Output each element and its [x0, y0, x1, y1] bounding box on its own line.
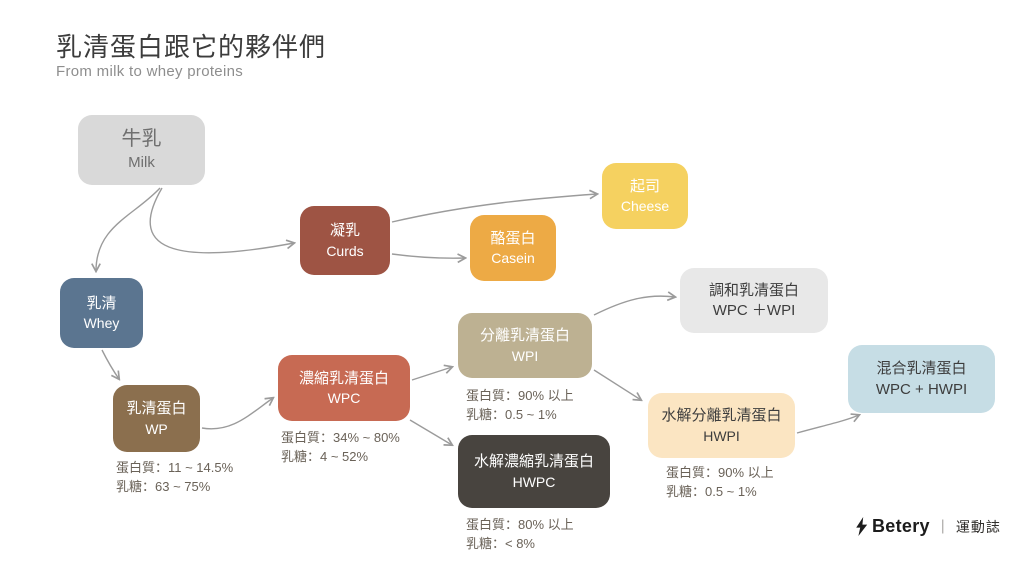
node-wpc-plus-wpi: 調和乳清蛋白 WPC ＋WPI [680, 268, 828, 333]
node-wpc-plus-hwpi-label-zh: 混合乳清蛋白 [876, 360, 967, 378]
node-whey-label-en: Whey [83, 315, 120, 332]
node-whey: 乳清 Whey [60, 278, 143, 348]
note-wpc: 蛋白質：34% ~ 80% 乳糖：4 ~ 52% [281, 428, 400, 466]
note-hwpc: 蛋白質：80% 以上 乳糖：< 8% [466, 515, 574, 553]
page-title: 乳清蛋白跟它的夥伴們 [56, 32, 327, 62]
note-wp-lactose: 乳糖：63 ~ 75% [116, 479, 211, 494]
arrow-wpi-hwpi [593, 369, 641, 400]
node-whey-label-zh: 乳清 [86, 294, 117, 312]
node-wpc-label-zh: 濃縮乳清蛋白 [298, 369, 389, 387]
note-hwpi: 蛋白質：90% 以上 乳糖：0.5 ~ 1% [666, 463, 774, 501]
node-hwpi-label-zh: 水解分離乳清蛋白 [661, 407, 782, 425]
node-wpc-label-en: WPC [327, 390, 361, 407]
node-wp-label-en: WP [145, 420, 168, 437]
node-casein-label-zh: 酪蛋白 [490, 229, 536, 247]
node-curds-label-zh: 凝乳 [329, 222, 360, 240]
node-wpi-label-zh: 分離乳清蛋白 [479, 327, 570, 345]
note-wpi: 蛋白質：90% 以上 乳糖：0.5 ~ 1% [466, 386, 574, 424]
page-subtitle: From milk to whey proteins [56, 63, 244, 80]
logo-separator: ｜ [935, 518, 950, 535]
arrow-milk-whey [96, 187, 161, 271]
node-wpc-plus-hwpi-label-en: WPC + HWPI [875, 380, 968, 398]
logo-brand-text: Betery [872, 516, 930, 536]
note-wpc-protein: 蛋白質：34% ~ 80% [281, 430, 400, 445]
note-hwpi-protein: 蛋白質：90% 以上 [666, 465, 774, 480]
note-wp-protein: 蛋白質：11 ~ 14.5% [116, 460, 234, 475]
note-wpi-protein: 蛋白質：90% 以上 [466, 388, 574, 403]
node-curds-label-en: Curds [326, 242, 364, 259]
node-cheese-label-en: Cheese [620, 198, 670, 215]
arrow-milk-curds [149, 187, 294, 254]
node-cheese: 起司 Cheese [602, 163, 688, 229]
betery-logo: Betery ｜ 運動誌 [855, 516, 1001, 537]
lightning-bolt-icon [855, 517, 868, 536]
node-casein: 酪蛋白 Casein [470, 215, 556, 281]
arrow-wpc-hwpc [409, 419, 452, 445]
note-hwpc-protein: 蛋白質：80% 以上 [466, 517, 574, 532]
node-hwpc-label-zh: 水解濃縮乳清蛋白 [473, 453, 594, 471]
note-wpi-lactose: 乳糖：0.5 ~ 1% [466, 407, 557, 422]
logo-suffix-text: 運動誌 [955, 518, 1001, 535]
node-hwpi-label-en: HWPI [703, 427, 740, 444]
node-cheese-label-zh: 起司 [629, 177, 660, 195]
note-wpc-lactose: 乳糖：4 ~ 52% [281, 449, 369, 464]
node-wpc-plus-hwpi: 混合乳清蛋白 WPC + HWPI [848, 345, 995, 413]
arrow-hwpi-wpchwpi [796, 415, 859, 434]
node-wpc-plus-wpi-label-en: WPC ＋WPI [712, 302, 796, 319]
node-curds: 凝乳 Curds [300, 206, 390, 275]
arrow-curds-casein [391, 254, 465, 258]
node-milk: 牛乳 Milk [78, 115, 205, 185]
arrow-whey-wp [101, 349, 119, 379]
node-milk-label-en: Milk [128, 154, 155, 172]
node-wpc-plus-wpi-label-zh: 調和乳清蛋白 [708, 281, 799, 299]
node-wpi-label-en: WPI [511, 347, 539, 364]
arrow-wpi-wpcwpi [593, 296, 675, 316]
note-wp: 蛋白質：11 ~ 14.5% 乳糖：63 ~ 75% [116, 458, 233, 496]
node-hwpc: 水解濃縮乳清蛋白 HWPC [458, 435, 610, 508]
node-hwpi: 水解分離乳清蛋白 HWPI [648, 393, 795, 458]
note-hwpc-lactose: 乳糖：< 8% [466, 536, 535, 551]
node-casein-label-en: Casein [491, 250, 535, 267]
arrow-wp-wpc [201, 398, 273, 430]
node-wp: 乳清蛋白 WP [113, 385, 200, 452]
node-wpi: 分離乳清蛋白 WPI [458, 313, 592, 378]
node-wpc: 濃縮乳清蛋白 WPC [278, 355, 410, 421]
arrow-wpc-wpi [411, 367, 452, 381]
node-milk-label-zh: 牛乳 [121, 128, 162, 151]
node-wp-label-zh: 乳清蛋白 [126, 400, 187, 418]
note-hwpi-lactose: 乳糖：0.5 ~ 1% [666, 484, 757, 499]
node-hwpc-label-en: HWPC [512, 473, 556, 490]
